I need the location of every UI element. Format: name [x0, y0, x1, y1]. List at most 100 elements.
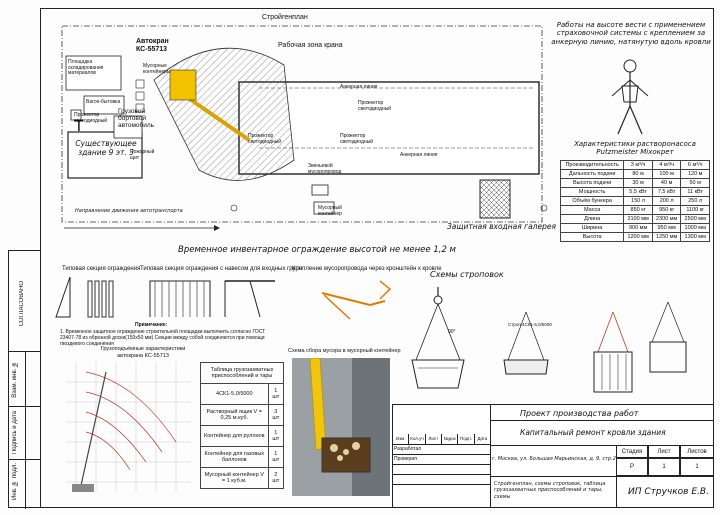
pump-cell: Производительность: [559, 160, 625, 170]
sheet-frame: [40, 8, 714, 508]
pump-cell: Высота подачи: [559, 178, 625, 188]
pump-cell: 5,5 кВт: [623, 187, 653, 197]
pump-cell: 6 м³/ч: [680, 160, 710, 170]
debris-scheme-title: Схема сбора мусора в мусорный контейнер: [288, 348, 401, 354]
pump-title: Характеристики растворонасоса Putzmeiste…: [574, 140, 696, 157]
device-qty: 3 шт: [267, 404, 285, 426]
pump-cell: 3 м³/ч: [623, 160, 653, 170]
slinging-schemes-drawing: [411, 287, 687, 393]
inv-orig-label: Инв. № подл.: [12, 463, 18, 500]
pump-cell: 1100 кг: [680, 205, 710, 215]
spotlight-4-label: Прожектор светодиодный: [248, 133, 282, 145]
pump-cell: 2100 мм: [623, 214, 653, 224]
debris-chute-label: Звеньевой мусоропровод: [308, 163, 342, 175]
revision-col-header: Изм.: [392, 434, 408, 444]
pump-cell: 200 л: [651, 196, 682, 206]
canopy-section-label: Типовая секция ограждения с навесом для …: [140, 266, 302, 272]
devices-table: Таблица грузозахватных приспособлений и …: [200, 362, 285, 489]
pump-cell: 1200 мм: [623, 232, 653, 242]
note-title: Примечание:: [135, 322, 168, 328]
pump-cell: 50 м: [680, 178, 710, 188]
spotlight-3-label: Прожектор светодиодный: [340, 133, 374, 145]
note-text: 1. Временное защитное ограждение строите…: [60, 329, 266, 347]
revision-col-header: Кол.уч: [408, 434, 424, 444]
pump-cell: Длина: [559, 214, 625, 224]
traffic-direction-label: Направление движения автотранспорта: [75, 208, 183, 214]
sheets-value: 1: [680, 458, 714, 476]
device-name: Контейнер для газовых баллонов: [200, 446, 269, 468]
device-qty: 1 шт: [267, 446, 285, 468]
pump-cell: 850 кг: [623, 205, 653, 215]
protective-gallery-label: Защитная входная галерея: [447, 222, 556, 231]
pump-cell: 30 м: [623, 178, 653, 188]
pump-cell: 11 кВт: [680, 187, 710, 197]
sling-note: Строп 4СК1-5,0/5000: [508, 322, 552, 327]
agreed-label: СОГЛАСОВАНО: [19, 281, 25, 327]
pump-cell: 80 м: [623, 169, 653, 179]
pump-cell: Ширина: [559, 223, 625, 233]
fence-title: Временное инвентарное ограждение высотой…: [178, 245, 456, 255]
sign-date-label: Подпись и дата: [12, 411, 18, 455]
device-name: Мусорный контейнер V = 1 куб.м.: [200, 467, 269, 489]
spotlight-2-label: Прожектор светодиодный: [358, 100, 392, 112]
approval-sidebar: СОГЛАСОВАНО Взам. инв. № Подпись и дата …: [8, 250, 41, 509]
spotlight-1-label: Прожектор светодиодный: [74, 112, 108, 124]
stroygenplan-label: Стройгенплан: [262, 14, 308, 21]
existing-building-label: Существующее здание 9 эт. 3: [75, 139, 137, 157]
stamp-sheet-name: Стройгенплан, схемы строповок, таблица г…: [494, 481, 606, 500]
revision-col-header: Дата: [473, 434, 490, 444]
chute-mount-label: Крепление мусоропровода через кронштейн …: [292, 266, 442, 272]
revision-col-header: №док: [440, 434, 457, 444]
stage-header: Стадия: [616, 445, 648, 458]
anchor-line-2-label: Анкерная линия: [400, 152, 438, 158]
device-name: Растворный ящик V = 0,25 м.куб.: [200, 404, 269, 426]
sling-angle: 90°: [448, 329, 456, 335]
title-block: [392, 404, 714, 508]
pump-cell: 2500 мм: [680, 214, 710, 224]
pump-cell: 950 кг: [651, 205, 682, 215]
developed-label: Разработал: [394, 446, 422, 452]
slinging-title: Схемы строповок: [430, 270, 504, 279]
safety-title: Работы на высоте вести с применением стр…: [551, 21, 711, 46]
storage-area-label: Площадка складирования материалов: [68, 59, 104, 76]
pump-cell: 120 м: [680, 169, 710, 179]
checked-label: Проверил: [394, 456, 418, 462]
pump-cell: 250 л: [680, 196, 710, 206]
waste-container-label: Мусорный контейнер: [318, 205, 342, 217]
stamp-subject: Капитальный ремонт кровли здания: [520, 428, 666, 437]
pump-cell: 7,5 кВт: [651, 187, 682, 197]
pump-cell: 4 м³/ч: [651, 160, 682, 170]
device-qty: 1 шт: [267, 425, 285, 447]
stamp-company: ИП Стручков Е.В.: [628, 487, 709, 497]
device-qty: 1 шт: [267, 383, 285, 405]
anchor-line-1-label: Анкерная линия: [340, 84, 378, 90]
device-qty: 2 шт: [267, 467, 285, 489]
site-plan-drawing: [61, 25, 548, 231]
crane-load-chart: [66, 362, 191, 492]
device-row: Растворный ящик V = 0,25 м.куб.3 шт: [200, 404, 285, 426]
fire-shield-label: Пожарный щит: [130, 149, 155, 161]
sheet-header: Лист: [648, 445, 680, 458]
pump-cell: 100 м: [651, 169, 682, 179]
pump-cell: 40 м: [651, 178, 682, 188]
swap-inv-label: Взам. инв. №: [12, 361, 18, 398]
devices-table-title: Таблица грузозахватных приспособлений и …: [200, 362, 284, 384]
device-name: Контейнер для рулонов: [200, 425, 269, 447]
stamp-address: г. Москва, ул. Большая Марьинская, д. 9,…: [492, 456, 616, 462]
device-row: Мусорный контейнер V = 1 куб.м.2 шт: [200, 467, 285, 489]
pump-cell: 150 л: [623, 196, 653, 206]
revision-col-header: Лист: [424, 434, 441, 444]
pump-cell: 2300 мм: [651, 214, 682, 224]
sheets-header: Листов: [680, 445, 714, 458]
pump-cell: 1250 мм: [651, 232, 682, 242]
fence-sections-drawing: [55, 276, 392, 320]
pump-cell: Дальность подачи: [559, 169, 625, 179]
